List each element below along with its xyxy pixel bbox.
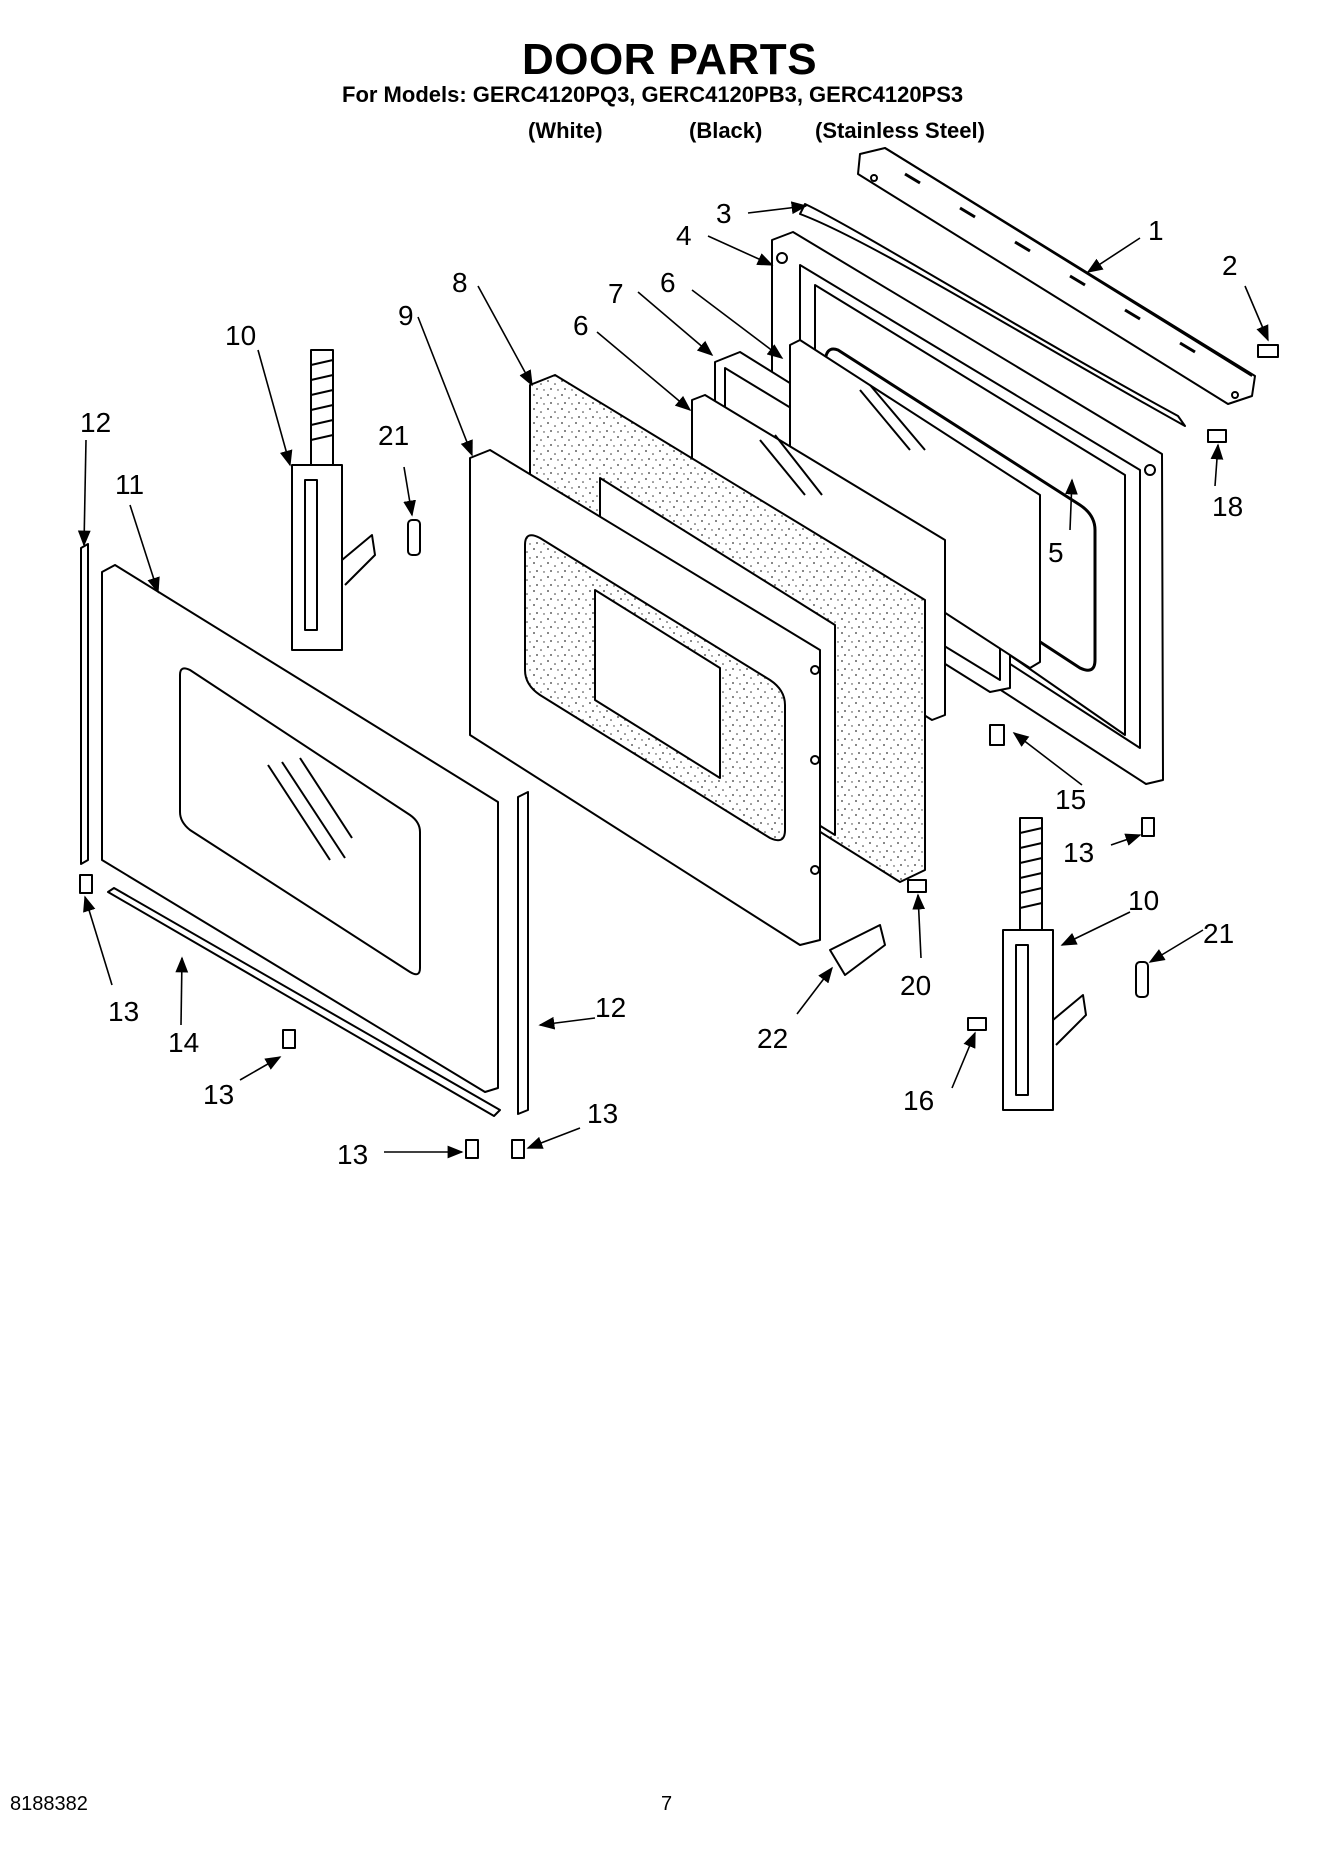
screw-13-center — [282, 1029, 296, 1049]
callout-9: 9 — [398, 300, 414, 331]
screw-16 — [967, 1017, 987, 1031]
callout-13-center: 13 — [203, 1079, 234, 1110]
screw-20 — [907, 879, 927, 893]
callout-13-bottom-right: 13 — [587, 1098, 618, 1129]
callout-16: 16 — [903, 1085, 934, 1116]
callout-11: 11 — [115, 469, 144, 500]
variant-stainless: (Stainless Steel) — [815, 118, 985, 143]
callout-13-right: 13 — [1063, 837, 1094, 868]
callout-12-left: 12 — [80, 407, 111, 438]
callout-6-front: 6 — [573, 310, 589, 341]
screw-13-bottom-b — [511, 1139, 525, 1159]
part-1-vent-trim — [857, 147, 1256, 405]
screw-13-left — [79, 874, 93, 894]
callout-20: 20 — [900, 970, 931, 1001]
part-9-door-liner — [469, 449, 821, 946]
page-number: 7 — [661, 1793, 673, 1815]
variant-white: (White) — [528, 118, 603, 143]
callout-18: 18 — [1212, 491, 1243, 522]
part-21-clip-right — [1135, 961, 1149, 998]
callout-21-right: 21 — [1203, 918, 1234, 949]
part-22-bracket — [829, 924, 886, 976]
callout-14: 14 — [168, 1027, 199, 1058]
part-11-outer-door — [101, 564, 499, 1093]
callout-7: 7 — [608, 278, 624, 309]
part-10-hinge-left — [291, 349, 376, 651]
part-10-hinge-right — [1002, 817, 1087, 1111]
models-line: For Models: GERC4120PQ3, GERC4120PB3, GE… — [342, 82, 964, 107]
callout-1: 1 — [1148, 215, 1164, 246]
callout-4: 4 — [676, 220, 692, 251]
callout-21-left: 21 — [378, 420, 409, 451]
callout-15: 15 — [1055, 784, 1086, 815]
callout-10-right: 10 — [1128, 885, 1159, 916]
callout-8: 8 — [452, 267, 468, 298]
part-15-clip — [989, 724, 1005, 746]
screw-18 — [1207, 429, 1227, 443]
screw-2 — [1257, 344, 1279, 358]
callout-22: 22 — [757, 1023, 788, 1054]
callout-3: 3 — [716, 198, 732, 229]
callout-5: 5 — [1048, 537, 1064, 568]
callout-13-bottom-left: 13 — [337, 1139, 368, 1170]
callout-6-rear: 6 — [660, 267, 676, 298]
callout-10-left: 10 — [225, 320, 256, 351]
part-14-bottom-trim — [107, 887, 501, 1117]
screw-13-right-top — [1141, 817, 1155, 837]
callout-2: 2 — [1222, 250, 1238, 281]
callout-13-left: 13 — [108, 996, 139, 1027]
callout-12-right: 12 — [595, 992, 626, 1023]
part-21-clip-left — [407, 519, 421, 556]
variant-black: (Black) — [689, 118, 763, 143]
page-title: DOOR PARTS — [521, 35, 818, 84]
document-number: 8188382 — [10, 1793, 88, 1815]
screws — [79, 344, 1279, 1159]
screw-13-bottom-a — [465, 1139, 479, 1159]
part-12-side-trim-left — [80, 543, 89, 865]
part-12-side-trim-right — [517, 791, 529, 1115]
part-3-trim — [799, 203, 1186, 427]
